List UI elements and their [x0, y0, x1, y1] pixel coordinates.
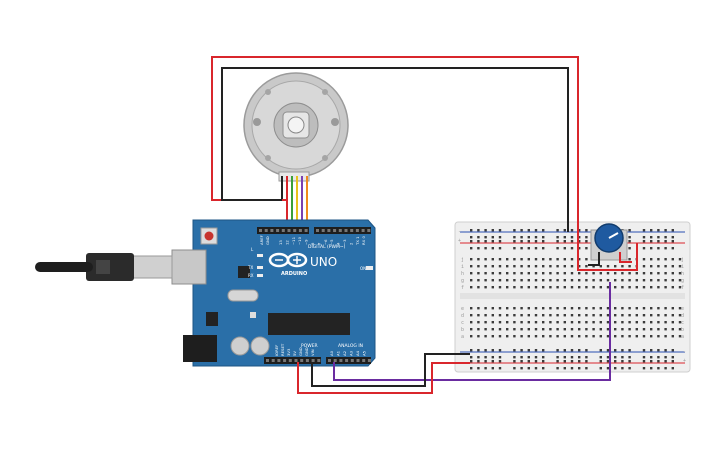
pin-label: A1: [336, 350, 341, 356]
row-letter: g: [461, 278, 464, 284]
pin-label: TX 1: [355, 236, 360, 246]
pin-label: 4: [336, 242, 341, 245]
row-letter: f: [461, 285, 464, 291]
pin-label: ~5: [329, 239, 334, 245]
header-pins: [259, 229, 371, 362]
row-letter: b: [681, 327, 684, 333]
pin-label: A2: [342, 350, 347, 356]
wire-black-gnd[interactable]: [311, 353, 470, 387]
pin-label: A5: [362, 350, 367, 356]
breadboard-minus-top: -: [458, 229, 461, 235]
pin-label: RESET: [280, 343, 285, 356]
row-letter: h: [461, 271, 464, 277]
row-letter: g: [681, 278, 684, 284]
power-header: [264, 357, 321, 364]
pin-label: 13: [278, 240, 283, 245]
arduino-uno-board[interactable]: UNO ARDUINO DIGITAL (PWM~) POWER ANALOG …: [171, 219, 376, 367]
row-letter: c: [461, 320, 464, 326]
pin-label: ~6: [323, 239, 328, 245]
pin-label: ~10: [297, 236, 302, 245]
row-letter: b: [461, 327, 464, 333]
pin-label: 5V: [292, 351, 297, 356]
usb-cable: [35, 253, 173, 281]
analog-header: [326, 357, 371, 364]
pin-label: RX 0: [361, 236, 366, 245]
stepper-motor[interactable]: [243, 72, 349, 182]
row-letter: d: [681, 313, 684, 319]
row-letter: a: [461, 334, 464, 340]
potentiometer[interactable]: [590, 223, 628, 261]
pin-label: GND: [304, 347, 309, 356]
pin-label: 3V3: [286, 348, 291, 356]
led-l-label: L: [251, 247, 254, 252]
wire-black-pot[interactable]: [588, 252, 600, 266]
pin-label: IOREF: [274, 345, 279, 356]
row-letter: e: [461, 306, 464, 312]
pin-label: 7: [316, 242, 321, 245]
pin-label: 2: [348, 242, 353, 245]
usb-port: [171, 249, 207, 285]
analog-header-label: ANALOG IN: [338, 343, 363, 349]
pin-label: A0: [329, 350, 334, 356]
wires: [211, 56, 638, 394]
tx-label: TX: [247, 265, 253, 270]
microcontroller-chip: [268, 313, 350, 335]
digital-header-2: [314, 227, 371, 234]
breadboard-plus-bottom: +: [683, 358, 686, 364]
wire-red-pot[interactable]: [619, 252, 632, 263]
row-letter: d: [461, 313, 464, 319]
row-letter: h: [681, 271, 684, 277]
pin-label: VIN: [310, 349, 315, 356]
board-brand: ARDUINO: [281, 271, 307, 277]
board-model: UNO: [310, 255, 337, 269]
breadboard-plus-top: +: [458, 238, 461, 244]
wire-red-5v[interactable]: [297, 362, 470, 394]
arduino-logo-icon: [268, 252, 308, 268]
row-letter: c: [681, 320, 684, 326]
pin-label: A3: [349, 350, 354, 356]
row-letter: f: [681, 285, 684, 291]
pin-label: ~3: [342, 239, 347, 245]
pin-label: GND: [298, 347, 303, 356]
pin-label: GND: [265, 236, 270, 245]
row-letter: i: [461, 264, 464, 270]
power-jack: [183, 335, 217, 362]
row-letter: i: [681, 264, 684, 270]
row-letter: j: [461, 257, 464, 263]
pin-label: A4: [355, 350, 360, 356]
rx-label: RX: [248, 273, 254, 278]
row-letter: e: [681, 306, 684, 312]
on-label: ON: [360, 266, 366, 271]
row-letter: j: [681, 257, 684, 263]
breadboard-minus-bottom: -: [683, 349, 686, 355]
pin-label: 12: [284, 240, 289, 245]
pin-label: AREF: [259, 235, 264, 245]
wire-red-motor-power[interactable]: [211, 56, 638, 271]
digital-header-label: DIGITAL (PWM~): [308, 244, 346, 250]
pin-label: 8: [310, 242, 315, 245]
power-header-label: POWER: [301, 343, 318, 349]
breadboard-holes: [470, 229, 682, 370]
wire-black-motor-ground[interactable]: [221, 67, 569, 232]
wire-purple-a0[interactable]: [333, 282, 611, 381]
row-letter: a: [681, 334, 684, 340]
pin-label: ~11: [291, 236, 296, 245]
pin-label: ~9: [304, 239, 309, 245]
